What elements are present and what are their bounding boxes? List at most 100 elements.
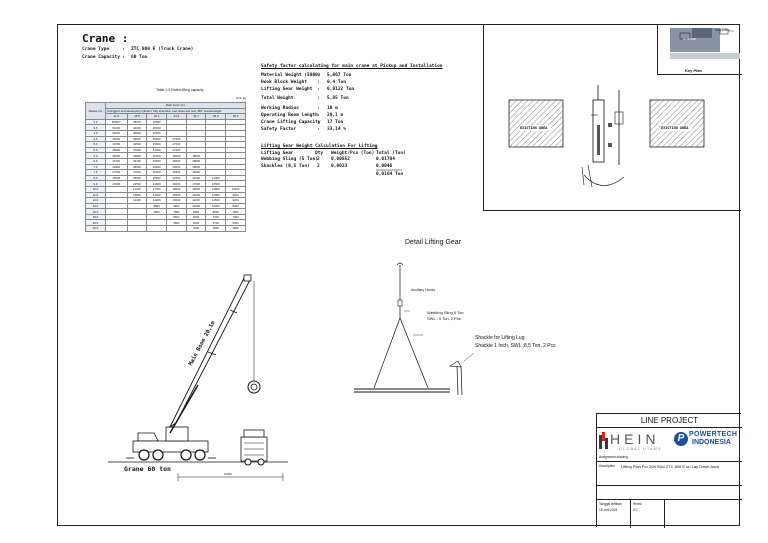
powertech-logo-line1: POWERTECH [689,431,738,438]
safety-line-value: 5,85 Ton [327,96,349,101]
site-right-label: EXISTING AREA [661,126,689,130]
gear-qty-cell: 2 [317,164,320,169]
key-plan-tag2: AL WATER [683,38,696,41]
sling-label-2: SWL : 5 Ton, 2 Pcs [427,316,461,321]
safety-line-colon: : [317,96,320,101]
crane-capacity-colon: : [122,55,125,60]
hein-logo-icon [599,432,608,449]
safety-line-colon: : [317,80,320,85]
crane-type-value: ZTC 800 E (Truck Crane) [131,47,194,52]
gear-header-total: Total (Ton) [376,151,406,156]
title-block-drawing-row: Assignment drawing [597,454,742,462]
safety-line-value: 0,4 Ton [327,80,346,85]
key-plan-label: Key Plan [685,68,702,73]
safety-line-value: 33,14 % [327,127,346,132]
boom-length-cell: 45.0 [225,113,246,120]
safety-line-colon: : [317,113,320,118]
crane-title: Crane : [82,32,129,45]
gear-weight-cell: 0,0023 [331,164,348,169]
hein-logo-text: HEIN [610,431,660,447]
gear-header-weight: Weight/Pcs (Ton) [331,151,375,156]
revisi-value: 0.0 [633,508,638,512]
dimension-label: 10000 [224,472,232,476]
boom-length-cell: 11.6 [104,113,128,120]
description-text: Lifting Plan For 20ft Skid ZTC 800 E on … [621,464,719,469]
safety-line-colon: : [317,87,320,92]
radius-cell: 3.0 [85,118,106,126]
key-plan-map [670,28,740,59]
gear-item-cell: Webbing Sling (5 Ton) [261,157,318,162]
safety-line-colon: : [317,127,320,132]
safety-line-colon: : [317,106,320,111]
safety-line-label: Safety Factor [261,127,297,132]
gear-total: 0,0164 Ton [376,172,404,177]
safety-line-colon: : [317,120,320,125]
site-left-label: EXISTING AREA [520,126,548,130]
radius-cell: 22.0 [85,225,106,232]
revisi-cell: Revisi 0.0 [631,500,665,528]
powertech-logo-icon: P [674,432,688,446]
gear-header-qty: Qty [315,151,324,156]
title-block: LINE PROJECT HEIN GLOBAL UTAMA P POWERTE… [596,413,742,528]
safety-line-value: 17 Ton [327,120,344,125]
lifting-detail-title: Detail Lifting Gear [405,239,462,246]
load-table-note: Outriggers and telescoping cylinder I fu… [104,107,247,115]
safety-line-value: 10 m [327,106,338,111]
title-block-project: LINE PROJECT [597,414,742,428]
description-label: Description [599,464,615,468]
key-plan-tag1: SKID GAS/C [715,29,730,32]
safety-line-value: 5,867 Ton [327,73,352,78]
boom-header: Main boom (m) [104,102,247,109]
date-label: Tanggal terbitan [599,502,622,506]
title-block-description-row: Description Lifting Plan For 20ft Skid Z… [597,462,742,486]
gear-total-rule [376,169,402,171]
gear-total-cell: 0,0046 [376,164,393,169]
load-table-caption: Table 1-5 Rated lifting capacity [156,88,204,92]
capacity-cell [225,118,246,126]
date-cell: Tanggal terbitan 18 Juni 2023 [597,500,631,528]
drawing-label: Assignment drawing [599,455,628,459]
crane-label: Grane 60 ton [124,465,171,473]
safety-line-label: Material Weight (5000) [261,73,321,78]
key-plan-box: SKID GAS/C AL WATER [657,25,742,75]
gear-heading: Lifting Gear Weight Calculation For Lift… [261,144,378,149]
safety-line-label: Crane Lifting Capacity [261,120,321,125]
title-block-logos: HEIN GLOBAL UTAMA P POWERTECH INDONESIA [597,428,742,460]
gear-qty-cell: 2 [317,157,320,162]
hein-logo-sub: GLOBAL UTAMA [619,446,662,451]
crane-capacity-value: 60 Ton [131,55,148,60]
safety-line-value: 0,0122 Ton [327,87,355,92]
load-table-unit: Unit: kg [236,96,247,100]
crane-capacity-row: Crane Capacity: 60 Ton [82,55,147,60]
gear-total-cell: 0,01704 [376,157,395,162]
safety-line-label: Operating Boom Length [261,113,318,118]
gear-header-item: Lifting Gear [261,151,294,156]
shackle-label-2: Shackle 1 Inch, SWL :8,5 Ton, 2 Pcs [475,343,556,349]
safety-line-label: Total Weight [261,96,294,101]
safety-line-colon: : [317,73,320,78]
gear-weight-cell: 0,00852 [331,157,350,162]
crane-capacity-label: Crane Capacity [82,55,120,60]
gear-item-cell: Shackles (8,5 Ton) [261,164,310,169]
crane-type-row: Crane Type:ZTC 800 E (Truck Crane) [82,47,193,52]
crane-type-label: Crane Type [82,47,110,52]
safety-line-label: Hook Block Weight [261,80,308,85]
safety-line-label: Lifting Gear Weight [261,87,313,92]
auxiliary-hooks-label: Auxiliary Hooks [411,288,436,292]
drawing-sheet: Crane : Crane Type:ZTC 800 E (Truck Cran… [57,24,742,528]
safety-line-label: Working Radius [261,106,299,111]
safety-heading: Safety factor calculating for main crane… [261,64,443,69]
revisi-label: Revisi [633,502,642,506]
lifting-gear-drawing [354,262,475,396]
capacity-cell [104,225,128,232]
